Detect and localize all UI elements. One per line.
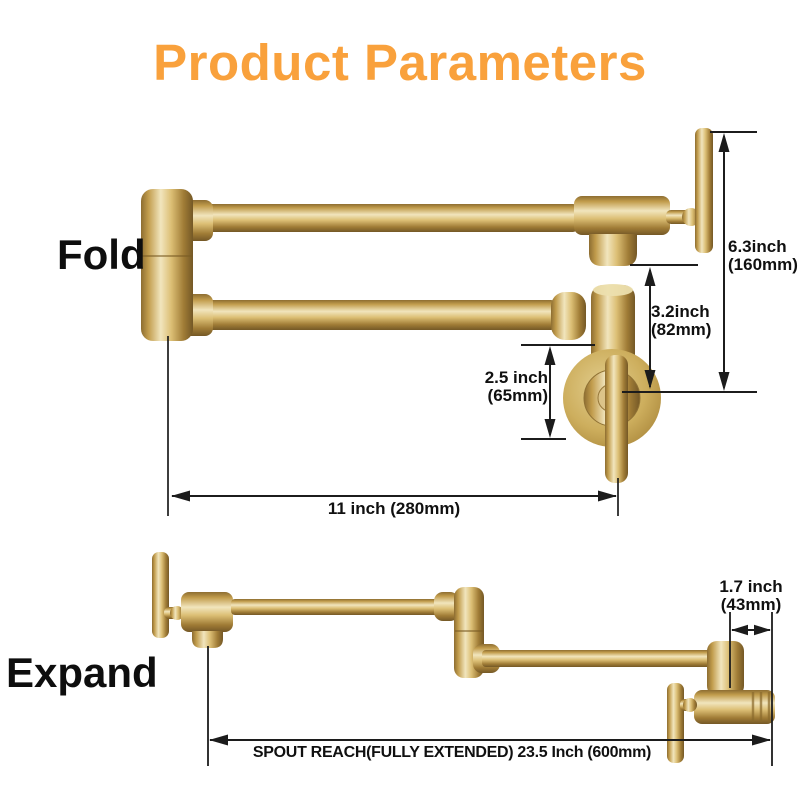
expand-dimension-lines <box>207 612 773 766</box>
fold-faucet-illustration <box>141 128 713 483</box>
dimension-escutcheon-mm: (65mm) <box>487 386 548 406</box>
fold-dimension-lines <box>167 131 757 516</box>
fold-dimension-arrowheads <box>171 133 730 502</box>
dimension-wall-clearance-label: 1.7 inch (43mm) <box>711 577 791 615</box>
dimension-total-height-inch: 6.3inch <box>728 237 787 256</box>
dimension-spout-reach-label: SPOUT REACH(FULLY EXTENDED) 23.5 Inch (6… <box>252 744 652 761</box>
fold-view-label: Fold <box>57 231 146 278</box>
dimension-wall-clearance-inch: 1.7 inch <box>719 577 783 596</box>
page-title: Product Parameters <box>153 34 647 91</box>
dimension-wall-clearance-mm: (43mm) <box>720 595 782 615</box>
expand-faucet-illustration <box>152 552 775 763</box>
dimension-total-height-label: 6.3inch (160mm) <box>728 237 798 275</box>
expand-view-label: Expand <box>6 649 158 696</box>
dimension-arm-gap-mm: (82mm) <box>651 320 712 340</box>
dimension-folded-width-label: 11 inch (280mm) <box>327 499 461 518</box>
dimension-escutcheon-label: 2.5 inch (65mm) <box>466 368 548 406</box>
expand-dimension-arrowheads <box>209 624 771 746</box>
dimension-arm-gap-label: 3.2inch (82mm) <box>651 302 712 340</box>
dimension-total-height-mm: (160mm) <box>728 255 798 275</box>
dimension-arm-gap-inch: 3.2inch <box>651 302 710 321</box>
dimension-escutcheon-inch: 2.5 inch <box>484 368 548 387</box>
